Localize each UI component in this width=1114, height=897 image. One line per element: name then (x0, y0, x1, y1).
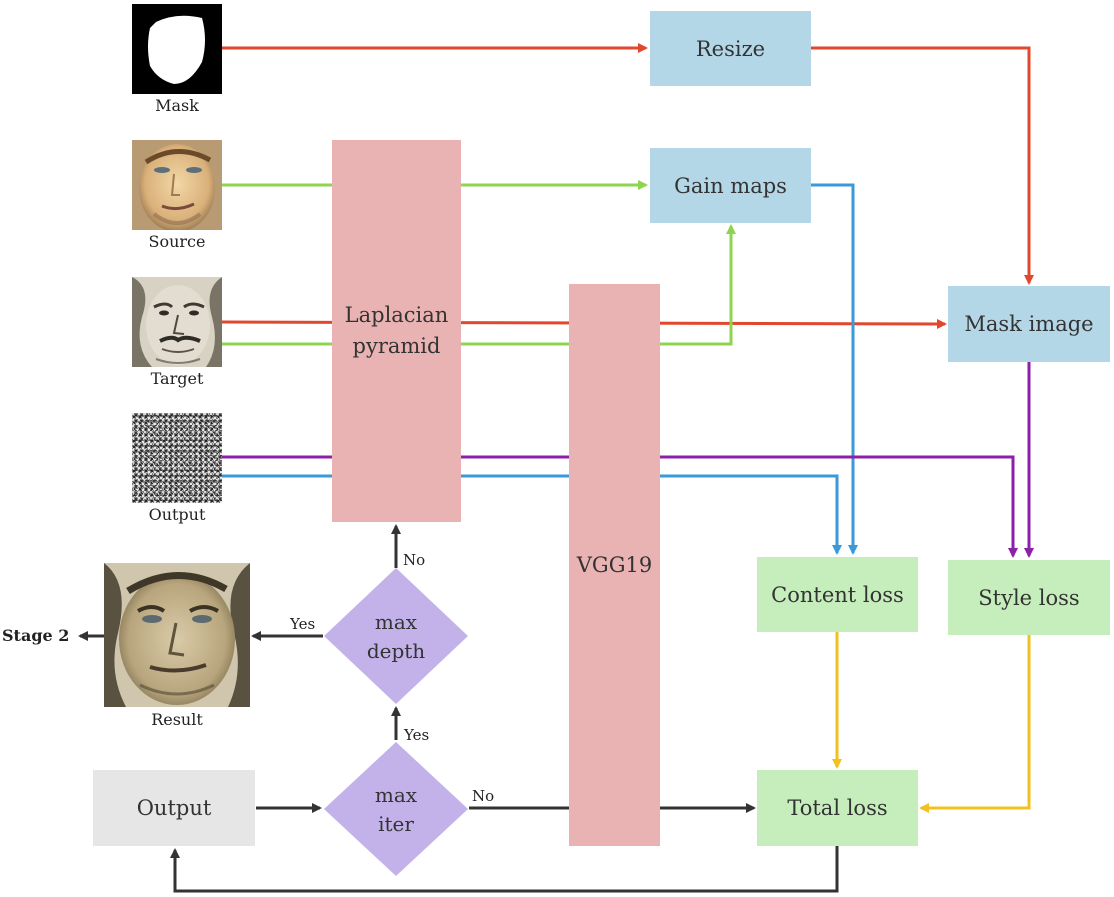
total-loss-label: Total loss (787, 796, 888, 820)
stage2-label: Stage 2 (2, 626, 70, 645)
gain-maps-label: Gain maps (674, 173, 787, 198)
mask-caption: Mask (155, 96, 199, 115)
output-box-label: Output (136, 796, 212, 820)
source-caption: Source (148, 232, 206, 251)
mask-image-box: Mask image (948, 286, 1110, 362)
max-iter-diamond (324, 742, 468, 876)
mask-image-label: Mask image (964, 312, 1094, 336)
vgg19-label: VGG19 (576, 553, 653, 577)
laplacian-pyramid-label-line1: Laplacian (344, 303, 449, 327)
content-loss-label: Content loss (771, 582, 904, 607)
output-to-content-loss-arrow (222, 474, 842, 555)
yes-label-result: Yes (290, 615, 316, 633)
yes-label-depth: Yes (404, 726, 430, 744)
result-face-thumbnail (104, 563, 250, 707)
target-caption: Target (150, 369, 204, 388)
output-to-style-loss-arrow (222, 455, 1018, 558)
total-loss-to-output-box-arrow (170, 846, 839, 893)
mask-thumbnail (132, 4, 222, 94)
no-label-iter: No (472, 787, 495, 805)
style-loss-box: Style loss (948, 560, 1110, 635)
vgg19-block: VGG19 (569, 284, 660, 846)
source-face-thumbnail (132, 140, 222, 230)
laplacian-pyramid-block: Laplacian pyramid (332, 140, 461, 522)
result-caption: Result (151, 710, 203, 729)
max-depth-label: max depth (346, 608, 446, 666)
target-face-thumbnail (132, 277, 222, 367)
resize-label: Resize (695, 36, 766, 61)
max-depth-line2: depth (366, 639, 426, 663)
style-loss-to-total-loss-arrow (919, 635, 1031, 813)
max-iter-line2: iter (378, 812, 414, 836)
max-iter-line1: max (374, 783, 418, 807)
output-box: Output (93, 770, 255, 846)
gain-maps-to-content-loss-arrow (811, 183, 858, 555)
output-caption: Output (148, 505, 206, 524)
max-depth-diamond (324, 568, 468, 704)
output-noise-thumbnail (132, 413, 222, 503)
resize-to-mask-image-arrow (811, 46, 1034, 285)
max-iter-label: max iter (346, 781, 446, 839)
no-label-depth: No (403, 551, 426, 569)
total-loss-box: Total loss (757, 770, 918, 846)
max-depth-line1: max (374, 610, 418, 634)
style-loss-label: Style loss (978, 585, 1080, 610)
content-loss-box: Content loss (757, 557, 918, 632)
resize-box: Resize (650, 11, 811, 86)
laplacian-pyramid-label-line2: pyramid (352, 334, 441, 358)
gain-maps-box: Gain maps (650, 148, 811, 223)
